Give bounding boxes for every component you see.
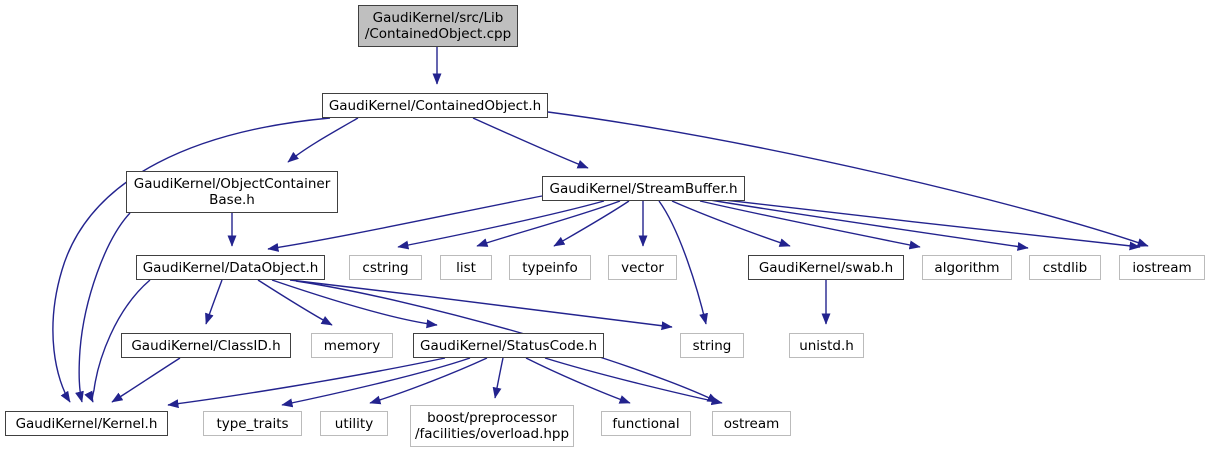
- edge-containedobject_h-to-iostream: [547, 111, 1149, 247]
- graph-node-containedobject_cpp[interactable]: GaudiKernel/src/Lib /ContainedObject.cpp: [358, 5, 518, 47]
- graph-node-dataobject_h[interactable]: GaudiKernel/DataObject.h: [136, 255, 325, 280]
- edge-dataobject_h-to-string: [289, 279, 673, 331]
- edge-streambuffer_h-to-swab_h: [671, 200, 791, 247]
- edge-streambuffer_h-to-typeinfo: [553, 200, 630, 247]
- edge-statuscode_h-to-ostream: [544, 357, 723, 406]
- edge-objectcontainerbase_h-to-kernel_h: [75, 212, 131, 403]
- edge-paths: [52, 47, 1149, 409]
- edge-statuscode_h-to-kernel_h: [167, 357, 446, 409]
- edge-statuscode_h-to-type_traits: [281, 357, 471, 408]
- edge-streambuffer_h-to-dataobject_h: [267, 195, 543, 252]
- edge-dataobject_h-to-memory: [257, 279, 333, 326]
- edge-streambuffer_h-to-string: [658, 200, 708, 325]
- edge-streambuffer_h-to-cstring: [397, 200, 605, 250]
- graph-node-containedobject_h[interactable]: GaudiKernel/ContainedObject.h: [322, 93, 548, 118]
- graph-node-statuscode_h[interactable]: GaudiKernel/StatusCode.h: [413, 333, 604, 358]
- graph-node-ostream[interactable]: ostream: [712, 411, 791, 436]
- edge-streambuffer_h-to-algorithm: [699, 200, 921, 250]
- edge-statuscode_h-to-functional: [525, 357, 631, 404]
- edge-containedobject_h-to-objectcontainerbase_h: [287, 117, 359, 163]
- graph-node-string[interactable]: string: [680, 333, 744, 358]
- graph-node-classid_h[interactable]: GaudiKernel/ClassID.h: [121, 333, 291, 358]
- edge-streambuffer_h-to-cstdlib: [709, 199, 1029, 251]
- graph-node-unistd_h[interactable]: unistd.h: [789, 333, 864, 358]
- edge-streambuffer_h-to-iostream: [715, 198, 1141, 251]
- edge-statuscode_h-to-boost_overload: [492, 357, 504, 399]
- graph-node-iostream[interactable]: iostream: [1119, 255, 1205, 280]
- edge-statuscode_h-to-utility: [369, 357, 488, 405]
- edge-dataobject_h-to-kernel_h: [84, 279, 151, 403]
- edge-containedobject_h-to-kernel_h: [52, 117, 331, 403]
- graph-node-algorithm[interactable]: algorithm: [922, 255, 1012, 280]
- graph-node-type_traits[interactable]: type_traits: [203, 411, 302, 436]
- graph-node-swab_h[interactable]: GaudiKernel/swab.h: [748, 255, 904, 280]
- graph-node-typeinfo[interactable]: typeinfo: [509, 255, 591, 280]
- graph-node-kernel_h[interactable]: GaudiKernel/Kernel.h: [5, 411, 168, 436]
- graph-node-objectcontainerbase_h[interactable]: GaudiKernel/ObjectContainer Base.h: [126, 171, 338, 213]
- graph-node-memory[interactable]: memory: [311, 333, 393, 358]
- graph-node-utility[interactable]: utility: [320, 411, 388, 436]
- edge-dataobject_h-to-classid_h: [205, 279, 223, 325]
- graph-node-boost_overload[interactable]: boost/preprocessor /facilities/overload.…: [410, 405, 574, 447]
- graph-node-cstring[interactable]: cstring: [349, 255, 422, 280]
- graph-node-vector[interactable]: vector: [608, 255, 677, 280]
- edge-dataobject_h-to-statuscode_h: [271, 279, 438, 329]
- edge-dataobject_h-to-ostream: [295, 280, 719, 403]
- edge-containedobject_h-to-streambuffer_h: [472, 117, 589, 169]
- edge-classid_h-to-kernel_h: [111, 357, 181, 403]
- graph-node-cstdlib[interactable]: cstdlib: [1029, 255, 1101, 280]
- graph-node-list[interactable]: list: [440, 255, 492, 280]
- graph-node-streambuffer_h[interactable]: GaudiKernel/StreamBuffer.h: [542, 176, 745, 201]
- graph-node-functional[interactable]: functional: [601, 411, 691, 436]
- edge-streambuffer_h-to-list: [476, 200, 621, 247]
